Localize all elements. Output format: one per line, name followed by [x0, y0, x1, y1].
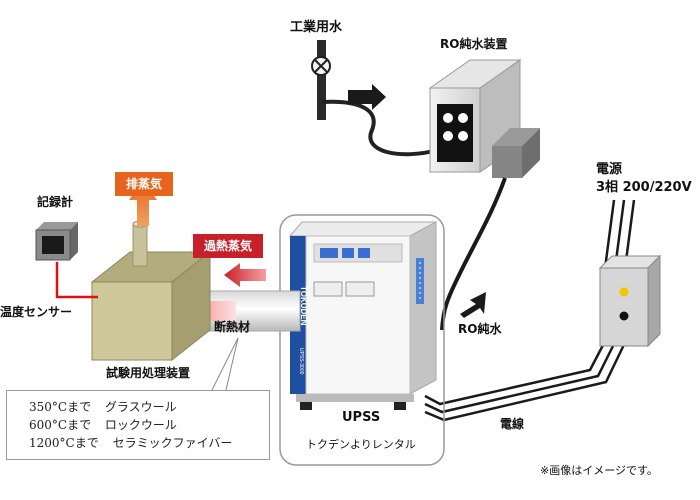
- temp-sensor-label: 温度センサー: [0, 305, 73, 319]
- superheated-arrow-icon: [224, 263, 266, 287]
- recorder-label: 記録計: [37, 195, 74, 209]
- insulation-note-row: 1200°Cまで セラミックファイバー: [29, 434, 232, 451]
- ro-water-arrow-icon: [460, 292, 486, 318]
- upss-brand: TOKUDEN: [299, 286, 308, 326]
- note-temp: 600°Cまで: [29, 418, 92, 432]
- superheated-steam-tag: 過熱蒸気: [193, 234, 263, 258]
- note-temp: 1200°Cまで: [29, 436, 99, 450]
- upss-machine-icon: [288, 221, 438, 410]
- insulation-notes-box: 350°Cまで グラスウール 600°Cまで ロックウール 1200°Cまで セ…: [6, 390, 270, 460]
- note-material: セラミックファイバー: [112, 436, 233, 450]
- ro-device-label: RO純水装置: [440, 37, 508, 51]
- test-device-icon: [90, 220, 212, 362]
- power-spec-label: 3相 200/220V: [596, 180, 692, 195]
- power-title-label: 電源: [596, 162, 623, 177]
- industrial-water-label: 工業用水: [290, 20, 343, 35]
- note-material: グラスウール: [104, 400, 177, 414]
- ro-device-icon: [428, 59, 540, 178]
- recorder-icon: [35, 222, 78, 261]
- note-temp: 350°Cまで: [29, 400, 92, 414]
- wire-label: 電線: [500, 417, 525, 431]
- power-box-icon: [598, 254, 662, 348]
- test-device-label: 試験用処理装置: [106, 366, 191, 380]
- upss-frame: [279, 214, 445, 466]
- insulation-note-row: 350°Cまで グラスウール: [29, 398, 177, 415]
- ro-water-label: RO純水: [458, 322, 502, 336]
- rental-label: トクデンよりレンタル: [306, 438, 416, 451]
- insulation-label: 断熱材: [214, 320, 251, 334]
- power-cable-icon: [424, 199, 636, 422]
- disclaimer-label: ※画像はイメージです。: [540, 464, 658, 477]
- upss-model: UPSS-3000: [298, 348, 304, 375]
- sensor-wire: [55, 262, 98, 299]
- water-flow-arrow-icon: [348, 84, 386, 110]
- upss-label: UPSS: [342, 410, 381, 425]
- note-material: ロックウール: [104, 418, 177, 432]
- insulation-note-row: 600°Cまで ロックウール: [29, 416, 177, 433]
- insulation-leader: [211, 337, 239, 391]
- exhaust-steam-tag: 排蒸気: [115, 172, 173, 196]
